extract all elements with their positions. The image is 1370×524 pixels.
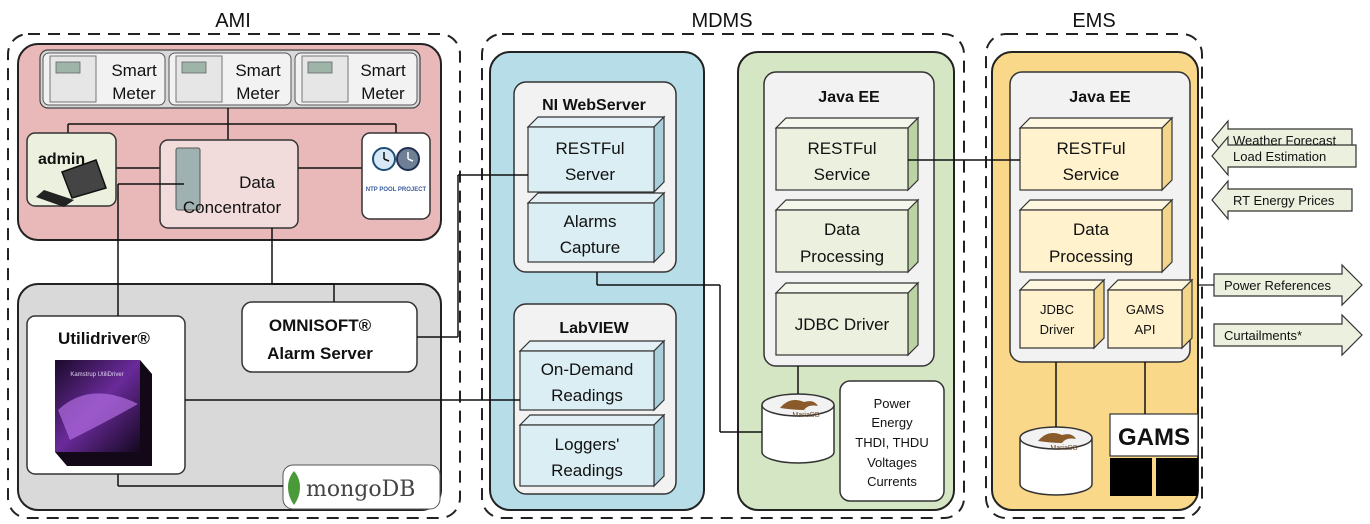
svg-text:Data: Data [824,220,860,239]
mdms-mariadb-cylinder: MariaDB [761,393,835,464]
svg-text:JDBC Driver: JDBC Driver [795,315,890,334]
mariadb-seal-icon [780,400,818,410]
svg-text:Capture: Capture [560,238,620,257]
svg-text:Load Estimation: Load Estimation [1233,149,1326,164]
omnisoft-label-2: Alarm Server [267,344,373,363]
output-arrow-power-references: Power References [1213,263,1363,307]
ntp-pool-label: NTP POOL PROJECT [366,187,427,193]
svg-text:On-Demand: On-Demand [541,360,634,379]
measurement-item: Power [874,396,912,411]
smart-meter: Smart Meter [168,52,292,106]
mongodb-leaf-icon [288,471,300,505]
svg-text:Smart: Smart [111,61,157,80]
svg-text:RESTFul: RESTFul [556,139,625,158]
svg-text:GAMS: GAMS [1118,424,1190,451]
ems-section-frame [985,33,1203,519]
mongodb-logo-box [282,464,441,510]
svg-text:Service: Service [814,165,871,184]
svg-text:Loggers': Loggers' [555,435,620,454]
mariadb-seal-icon [1038,433,1076,443]
input-arrow-load-estimation-shape: Load Estimation [1211,135,1357,177]
omnisoft-label: OMNISOFT® [269,316,372,335]
data-concentrator-label-2: Concentrator [183,198,282,217]
ni-webserver-title: NI WebServer [542,97,646,114]
svg-text:Service: Service [1063,165,1120,184]
svg-text:RT Energy Prices: RT Energy Prices [1233,193,1335,208]
ems-data-processing-block: Data Processing [1018,198,1174,274]
mdms-data-processing-block: Data Processing [774,198,920,274]
mdms-section-title: MDMS [691,10,752,32]
svg-text:Alarms: Alarms [564,212,617,231]
restful-server-block: RESTFul Server [526,115,666,194]
data-concentrator-label: Data [239,173,275,192]
svg-text:Meter: Meter [236,84,280,103]
svg-text:GAMS: GAMS [1126,302,1165,317]
svg-text:Curtailments*: Curtailments* [1224,328,1302,343]
system-connector-lines [185,159,1146,433]
ami-section-frame [7,33,461,519]
mdms-restful-service-block: RESTFul Service [774,116,920,192]
input-arrow-rt-energy-prices: RT Energy Prices [1211,179,1353,221]
ems-section-title: EMS [1072,10,1115,32]
ami-network-lines [67,108,397,169]
ems-restful-service-block: RESTFul Service [1018,116,1174,192]
svg-text:Server: Server [565,165,615,184]
svg-text:Processing: Processing [1049,247,1133,266]
svg-text:Readings: Readings [551,386,623,405]
loggers-readings-block: Loggers' Readings [518,413,666,488]
on-demand-readings-block: On-Demand Readings [518,339,666,412]
ems-jdbc-driver-block: JDBC Driver [1018,278,1106,350]
svg-text:MariaDB: MariaDB [792,412,820,419]
svg-text:Meter: Meter [112,84,156,103]
labview-title: LabVIEW [559,320,629,337]
gams-logo: GAMS [1109,413,1199,496]
utilidriver-label: Utilidriver® [58,329,150,348]
output-arrow-curtailments: Curtailments* [1213,313,1363,357]
svg-text:API: API [1135,322,1156,337]
svg-text:Kamstrup UtiliDriver: Kamstrup UtiliDriver [70,372,123,378]
mdms-section-frame [481,33,965,519]
svg-text:RESTFul: RESTFul [808,139,877,158]
smart-meter: Smart Meter [42,52,166,106]
svg-text:Power References: Power References [1224,278,1331,293]
ntp-pool-box [361,132,431,220]
svg-text:Meter: Meter [361,84,405,103]
admin-label: admin [38,151,85,168]
ami-section-title: AMI [215,10,251,32]
ami-internal-lines [117,183,335,487]
smart-meter: Smart Meter [294,52,418,106]
concentrator-device-icon [175,147,201,211]
ems-java-ee-title: Java EE [1069,89,1131,106]
svg-text:JDBC: JDBC [1040,302,1074,317]
measurement-item: Voltages [867,455,917,470]
svg-text:Smart: Smart [360,61,406,80]
measurement-item: THDI, THDU [855,435,928,450]
mdms-jdbc-driver-block: JDBC Driver [774,281,920,357]
ems-gams-api-block: GAMS API [1106,278,1194,350]
svg-text:MariaDB: MariaDB [1050,445,1078,452]
svg-text:Smart: Smart [235,61,281,80]
clock-icon [372,147,420,171]
svg-text:Driver: Driver [1040,322,1075,337]
svg-text:Processing: Processing [800,247,884,266]
svg-text:Data: Data [1073,220,1109,239]
mdms-java-ee-title: Java EE [818,89,880,106]
measurement-item: Currents [867,474,917,489]
laptop-icon [36,159,107,207]
svg-text:Weather Forecast: Weather Forecast [1233,133,1336,148]
svg-text:RESTFul: RESTFul [1057,139,1126,158]
measurement-item: Energy [871,415,913,430]
svg-text:Readings: Readings [551,461,623,480]
measurements-box [839,380,945,502]
alarms-capture-block: Alarms Capture [526,191,666,264]
ems-mariadb-cylinder: MariaDB [1019,426,1093,496]
mongodb-label: mongoDB [306,477,415,502]
utilidriver-software-box-image: Kamstrup UtiliDriver [55,360,152,466]
